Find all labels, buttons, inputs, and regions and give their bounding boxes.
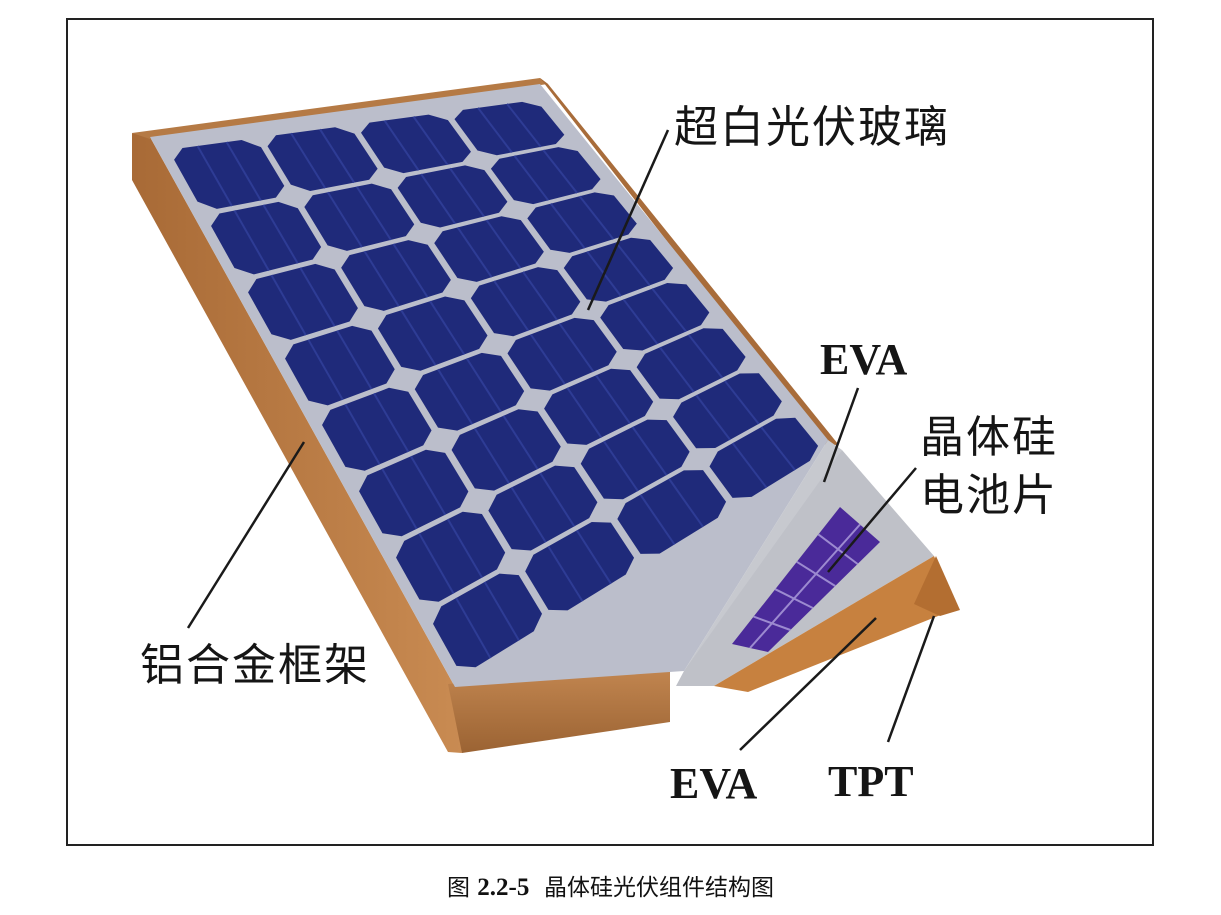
label-tpt: TPT (828, 760, 914, 804)
label-glass: 超白光伏玻璃 (674, 106, 950, 150)
label-cell-line1: 晶体硅 (920, 416, 1058, 460)
label-frame: 铝合金框架 (140, 644, 370, 688)
leader-frame (188, 442, 304, 628)
caption-text: 晶体硅光伏组件结构图 (544, 875, 774, 901)
leader-tpt (888, 616, 934, 742)
figure-caption: 图 2.2-5 晶体硅光伏组件结构图 (0, 868, 1221, 902)
figure-frame: 超白光伏玻璃 EVA 晶体硅 电池片 铝合金框架 EVA TPT (66, 18, 1154, 846)
caption-prefix: 图 (447, 875, 470, 901)
caption-number: 2.2-5 (477, 874, 529, 901)
label-eva-top: EVA (820, 338, 907, 382)
label-eva-bottom: EVA (670, 762, 757, 806)
label-cell-line2: 电池片 (920, 474, 1058, 518)
